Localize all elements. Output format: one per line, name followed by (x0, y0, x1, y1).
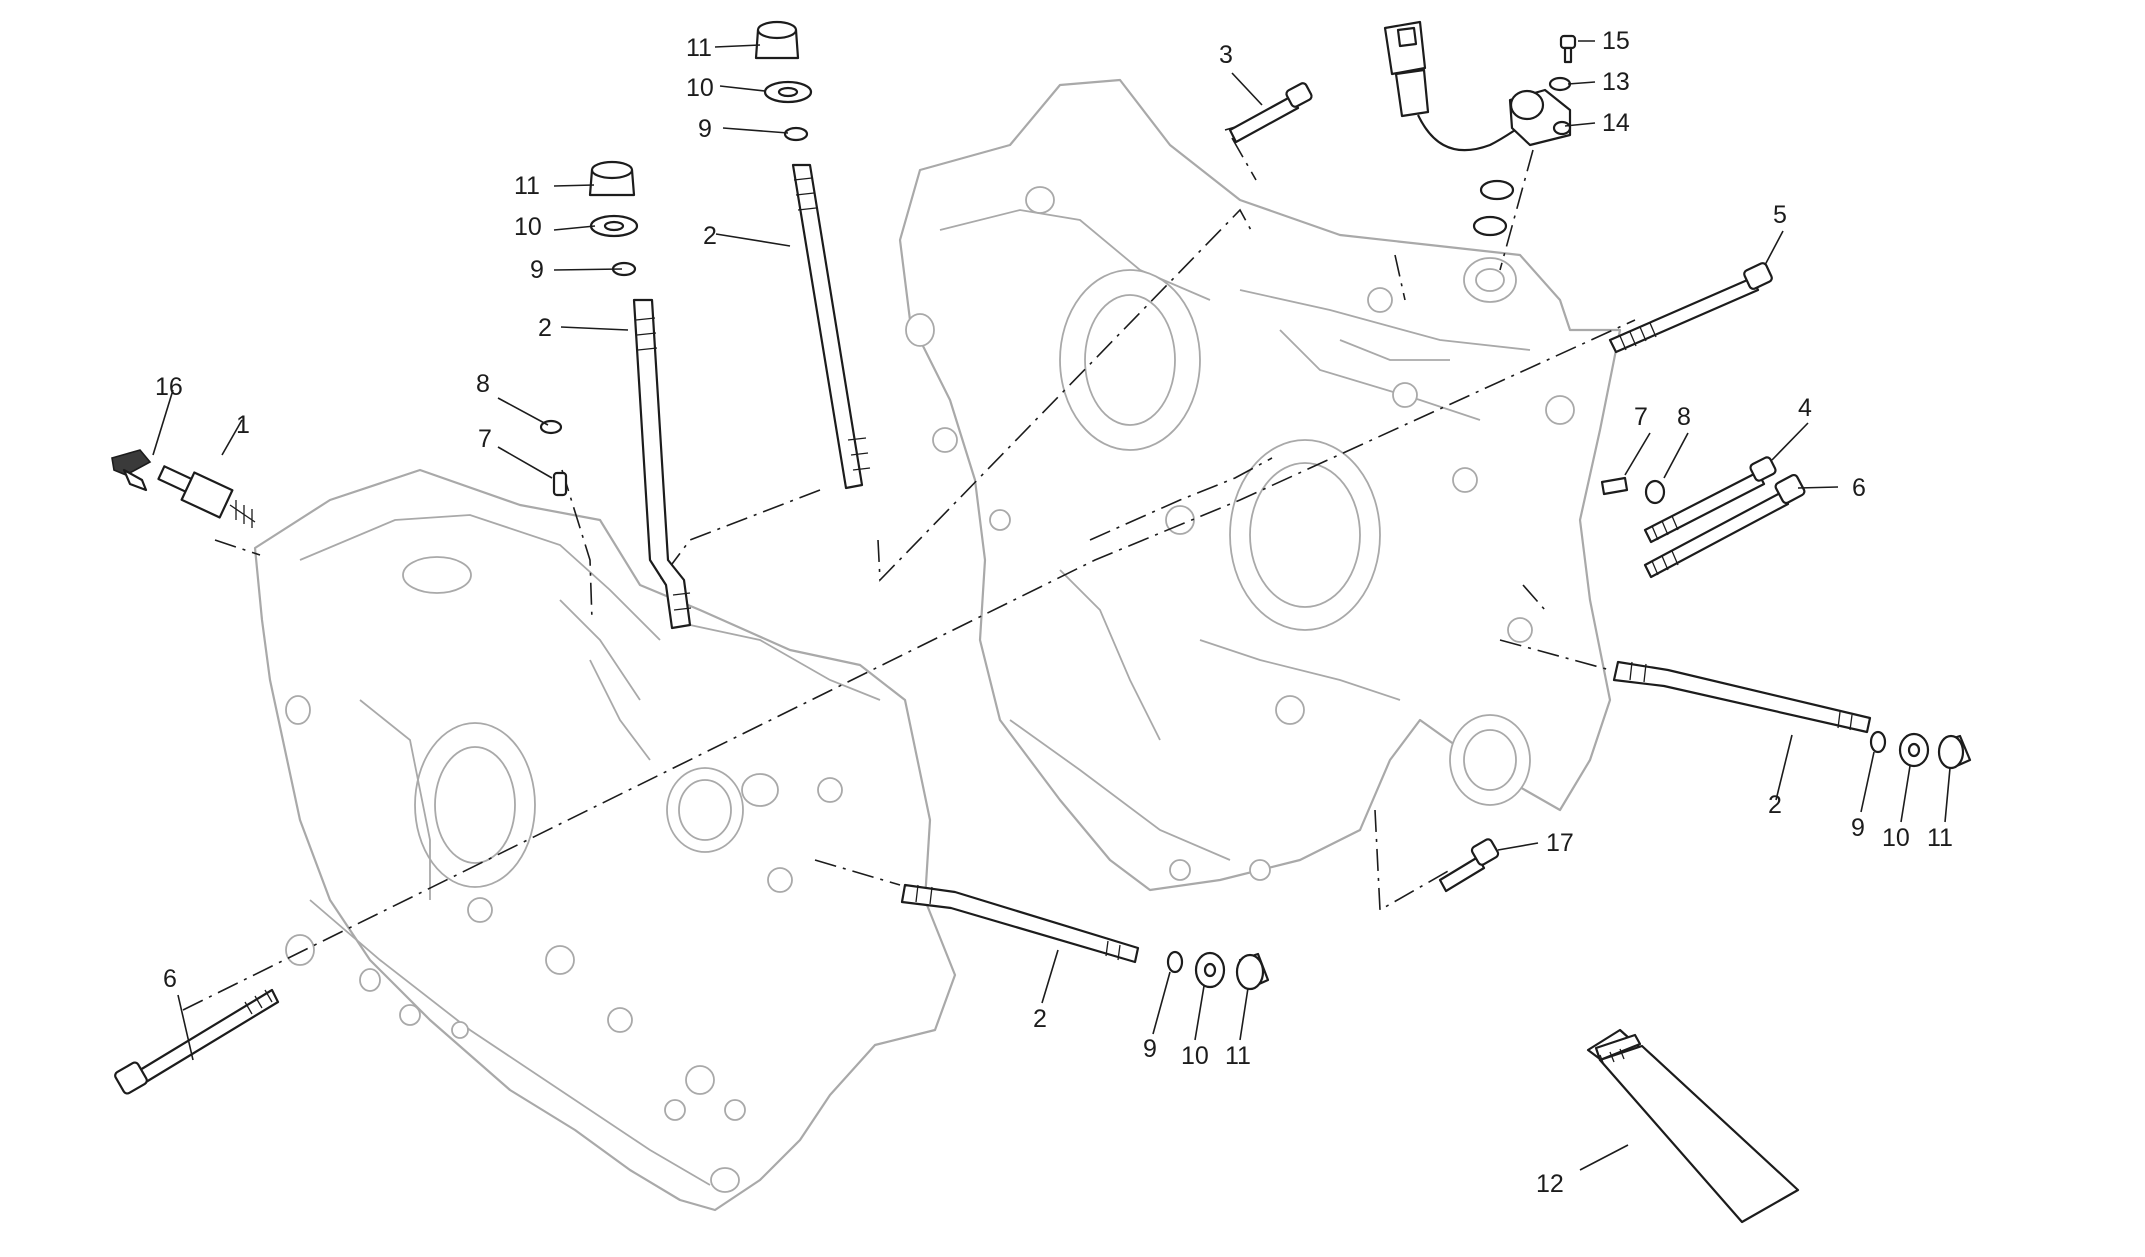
dowel-pin-7-left (552, 471, 568, 497)
bolt-6-left (114, 988, 280, 1095)
washer-9-lower (1166, 950, 1184, 974)
callout-14: 14 (1602, 109, 1630, 137)
callout-7: 7 (1634, 403, 1648, 431)
callout-5: 5 (1773, 201, 1787, 229)
sensor-o-rings (1472, 179, 1515, 237)
callout-11: 11 (1927, 824, 1953, 852)
washer-9-top (783, 126, 809, 142)
callout-11: 11 (1225, 1042, 1251, 1070)
callout-8: 8 (1677, 403, 1691, 431)
callout-2: 2 (538, 314, 552, 342)
dowel-pin-7-right (1600, 476, 1629, 496)
callout-12: 12 (1536, 1170, 1564, 1198)
right-crankcase-half (898, 78, 1622, 892)
nut-11-upper-left (588, 160, 636, 197)
screw-15 (1559, 34, 1577, 64)
sensor-connector-16 (111, 449, 152, 492)
nut-11-right (1937, 734, 1972, 770)
bolt-5 (1608, 262, 1773, 354)
callout-10: 10 (686, 74, 714, 102)
callout-labels: 1 2 2 2 2 3 4 5 6 6 7 7 8 8 9 9 9 9 10 1… (155, 27, 1953, 1198)
callout-10: 10 (1181, 1042, 1209, 1070)
stud-2-lower (900, 883, 1140, 964)
callout-2: 2 (1033, 1005, 1047, 1033)
callout-16: 16 (155, 373, 183, 401)
callout-10: 10 (514, 213, 542, 241)
sensor-14 (1508, 88, 1572, 147)
callout-4: 4 (1798, 394, 1812, 422)
callout-11: 11 (514, 172, 540, 200)
nut-11-top (754, 20, 800, 60)
callout-9: 9 (698, 115, 712, 143)
callout-3: 3 (1219, 41, 1233, 69)
callout-6: 6 (1852, 474, 1866, 502)
washer-13 (1548, 76, 1572, 92)
sealant-tube-12 (1586, 1028, 1800, 1224)
bolt-17 (1438, 838, 1500, 893)
callout-2: 2 (703, 222, 717, 250)
stud-2-top (791, 163, 871, 490)
callout-9: 9 (1143, 1035, 1157, 1063)
callout-2: 2 (1768, 791, 1782, 819)
callout-10: 10 (1882, 824, 1910, 852)
nut-11-lower (1235, 952, 1270, 991)
stud-2-upper-left (632, 298, 692, 630)
bolt-6-right (1643, 473, 1806, 579)
leader-lines (152, 40, 1951, 1171)
washer-10-lower (1194, 951, 1226, 989)
callout-11: 11 (686, 34, 712, 62)
left-crankcase-half (253, 468, 957, 1212)
callout-1: 1 (236, 411, 250, 439)
callout-9: 9 (530, 256, 544, 284)
bolt-3 (1228, 82, 1313, 144)
sensor-1 (157, 465, 256, 528)
washer-10-right (1898, 732, 1930, 768)
callout-13: 13 (1602, 68, 1630, 96)
stud-2-right (1612, 660, 1872, 734)
callout-17: 17 (1546, 829, 1574, 857)
callout-9: 9 (1851, 814, 1865, 842)
callout-7: 7 (478, 425, 492, 453)
washer-9-right (1869, 730, 1887, 754)
callout-8: 8 (476, 370, 490, 398)
callout-15: 15 (1602, 27, 1630, 55)
washer-10-top (763, 80, 813, 104)
washer-10-upper-left (589, 214, 639, 238)
o-ring-8-right (1644, 479, 1666, 505)
callout-6: 6 (163, 965, 177, 993)
bolt-4 (1643, 456, 1777, 544)
connector-plug (1383, 20, 1430, 118)
